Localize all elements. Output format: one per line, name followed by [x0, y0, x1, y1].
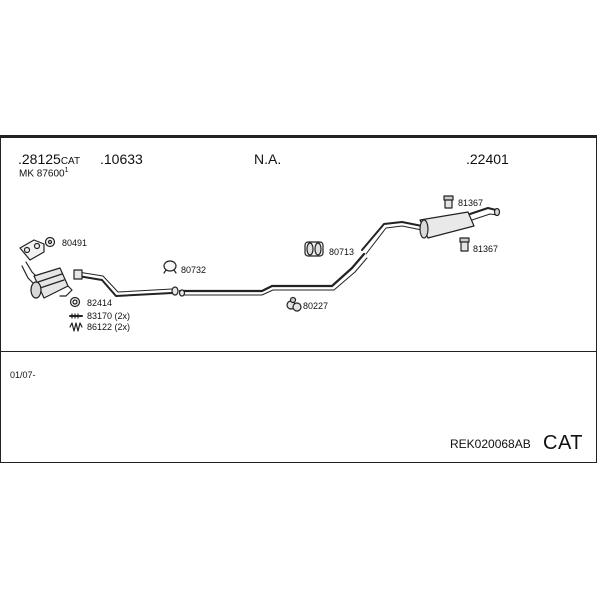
- clamp-icon-80713: [304, 241, 324, 257]
- gasket-icon-80491: [44, 236, 56, 248]
- label-81367-bottom: 81367: [473, 244, 499, 254]
- label-81367-top: 81367: [458, 198, 484, 208]
- reference-code: REK020068AB: [450, 437, 531, 451]
- rear-silencer-icon: [361, 207, 501, 255]
- part-number-catalyst-text: .28125: [18, 151, 61, 167]
- label-80713: 80713: [329, 247, 355, 257]
- label-80227: 80227: [303, 301, 329, 311]
- gasket-ring-icon-82414: [69, 296, 81, 308]
- mk-reference-text: MK 87600: [19, 168, 65, 180]
- spring-icon-86122: [69, 322, 83, 332]
- label-80491: 80491: [62, 238, 88, 248]
- manifold-flange-icon: [19, 239, 45, 289]
- clamp-icon-80732: [163, 260, 177, 274]
- frame-top-rule: [0, 135, 597, 138]
- part-number-rear-silencer: .22401: [466, 151, 509, 167]
- label-80732: 80732: [181, 265, 207, 275]
- bolt-icon-83170: [69, 313, 83, 319]
- part-not-available: N.A.: [254, 151, 282, 167]
- mk-reference: MK 876001: [19, 167, 69, 179]
- part-number-front-pipe: .10633: [100, 151, 143, 167]
- label-82414: 82414: [87, 298, 113, 308]
- diagram-frame: [0, 135, 597, 463]
- label-86122: 86122 (2x): [87, 322, 131, 332]
- rubber-mount-icon-bottom: [459, 237, 470, 252]
- label-83170: 83170 (2x): [87, 311, 131, 321]
- catalyst-converter-icon: [30, 267, 73, 299]
- frame-divider: [0, 351, 597, 352]
- front-pipe-icon: [73, 269, 179, 297]
- cat-label: CAT: [543, 432, 584, 454]
- middle-pipe-icon: [178, 252, 368, 297]
- rubber-mount-icon-top: [443, 195, 454, 209]
- hanger-icon-80227: [286, 296, 302, 312]
- mk-reference-sup: 1: [64, 167, 69, 174]
- part-number-catalyst: .28125CAT: [18, 152, 80, 167]
- part-number-catalyst-suffix: CAT: [60, 156, 81, 167]
- date-range: 01/07-: [10, 370, 36, 380]
